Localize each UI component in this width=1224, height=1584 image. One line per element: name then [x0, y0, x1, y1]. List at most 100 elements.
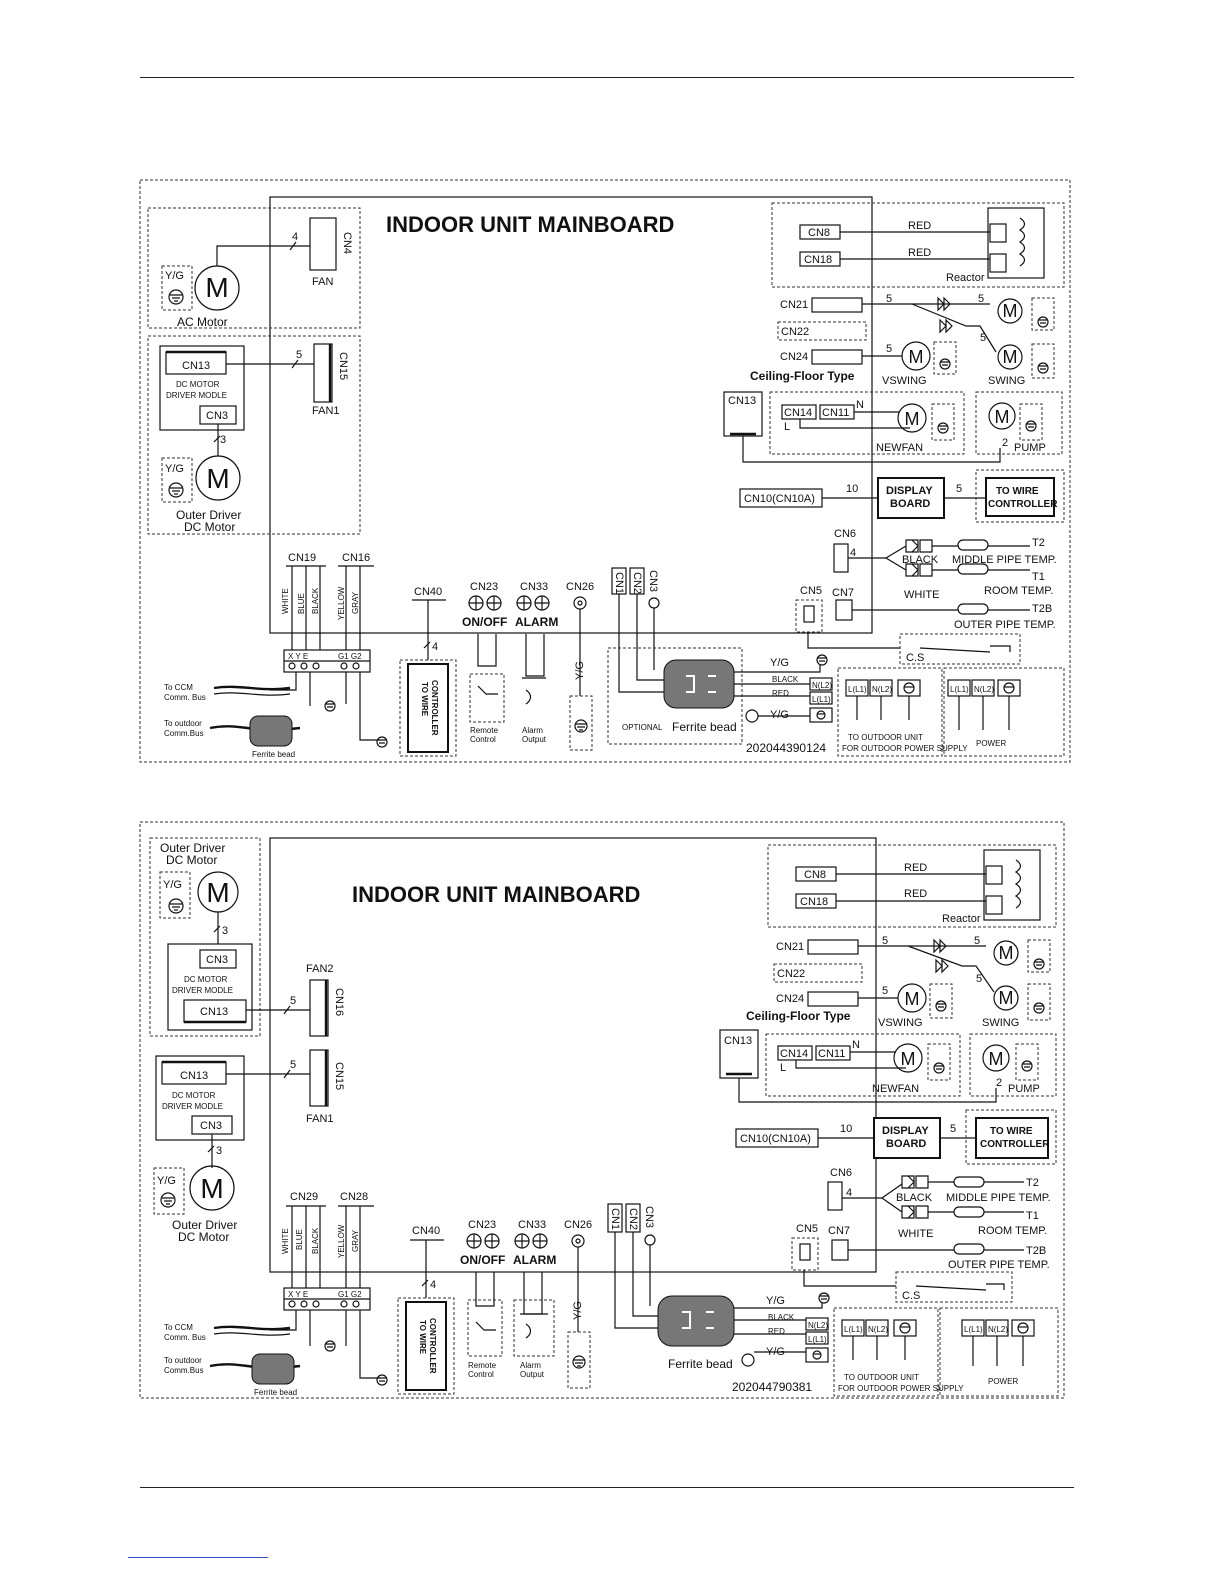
svg-text:N(L2): N(L2) — [868, 1325, 888, 1334]
svg-text:RED: RED — [904, 888, 927, 900]
svg-text:M: M — [995, 407, 1010, 427]
svg-text:CN13: CN13 — [724, 1035, 752, 1047]
svg-text:N(L2): N(L2) — [872, 685, 892, 694]
svg-text:CN24: CN24 — [776, 993, 804, 1005]
svg-text:CN14: CN14 — [780, 1048, 808, 1060]
svg-text:CN8: CN8 — [804, 869, 826, 881]
svg-text:DC Motor: DC Motor — [178, 1230, 229, 1244]
svg-text:G1 G2: G1 G2 — [338, 1290, 362, 1299]
svg-text:BLACK: BLACK — [311, 1227, 320, 1254]
footer-link-underline — [128, 1557, 268, 1558]
svg-text:CN18: CN18 — [800, 896, 828, 908]
svg-text:CN1: CN1 — [613, 572, 625, 594]
svg-text:M: M — [1003, 301, 1018, 321]
svg-text:To CCM: To CCM — [164, 1323, 193, 1332]
svg-text:BLACK: BLACK — [902, 554, 939, 566]
svg-text:OUTER PIPE TEMP.: OUTER PIPE TEMP. — [954, 619, 1056, 631]
svg-text:VSWING: VSWING — [878, 1017, 923, 1029]
svg-text:CN5: CN5 — [796, 1223, 818, 1235]
svg-text:CONTROLLER: CONTROLLER — [430, 680, 439, 736]
svg-text:Comm. Bus: Comm. Bus — [164, 1333, 206, 1342]
svg-text:Reactor: Reactor — [942, 913, 981, 925]
svg-text:MIDDLE PIPE TEMP.: MIDDLE PIPE TEMP. — [946, 1192, 1051, 1204]
svg-text:CN33: CN33 — [520, 581, 548, 593]
svg-text:CN5: CN5 — [800, 585, 822, 597]
svg-text:FAN1: FAN1 — [306, 1113, 334, 1125]
svg-text:CN18: CN18 — [804, 254, 832, 266]
svg-text:T1: T1 — [1026, 1210, 1039, 1222]
svg-text:NEWFAN: NEWFAN — [872, 1083, 919, 1095]
svg-text:POWER: POWER — [988, 1377, 1018, 1386]
svg-text:CN11: CN11 — [822, 407, 849, 419]
svg-text:CN11: CN11 — [818, 1048, 845, 1060]
svg-text:CN21: CN21 — [776, 941, 804, 953]
svg-text:2: 2 — [1002, 437, 1008, 449]
svg-text:Y/G: Y/G — [770, 657, 789, 669]
svg-text:TO WIRE: TO WIRE — [990, 1126, 1033, 1137]
svg-text:TO OUTDOOR UNIT: TO OUTDOOR UNIT — [848, 733, 923, 742]
svg-text:T1: T1 — [1032, 571, 1045, 583]
svg-text:X Y E: X Y E — [288, 1290, 308, 1299]
svg-text:CN4: CN4 — [341, 232, 353, 254]
svg-text:Y/G: Y/G — [163, 879, 182, 891]
diagram-frame — [139, 179, 1071, 763]
svg-text:FAN1: FAN1 — [312, 405, 340, 417]
diagram-code: 202044390124 — [746, 741, 826, 755]
svg-text:5: 5 — [886, 293, 892, 305]
svg-text:DISPLAY: DISPLAY — [886, 485, 933, 497]
svg-text:TO WIRE: TO WIRE — [996, 486, 1039, 497]
diagram-frame — [139, 821, 1065, 1399]
svg-text:POWER: POWER — [976, 739, 1006, 748]
svg-text:CN19: CN19 — [288, 552, 316, 564]
svg-text:BOARD: BOARD — [886, 1138, 926, 1150]
svg-text:BLACK: BLACK — [896, 1192, 933, 1204]
svg-text:TO WIRE: TO WIRE — [418, 1320, 427, 1355]
svg-text:CONTROLLER: CONTROLLER — [988, 499, 1058, 510]
svg-text:CN8: CN8 — [808, 227, 830, 239]
svg-text:CN6: CN6 — [834, 528, 856, 540]
svg-text:CN40: CN40 — [412, 1225, 440, 1237]
svg-text:DC MOTOR: DC MOTOR — [176, 380, 220, 389]
svg-text:L: L — [784, 421, 790, 433]
svg-text:TO WIRE: TO WIRE — [420, 682, 429, 717]
svg-text:RED: RED — [772, 689, 789, 698]
onoff-terminal — [468, 595, 502, 611]
svg-text:Remote: Remote — [470, 726, 499, 735]
svg-text:CN14: CN14 — [784, 407, 812, 419]
svg-text:YELLOW: YELLOW — [337, 1224, 346, 1258]
svg-text:M: M — [206, 463, 229, 494]
svg-text:M: M — [999, 943, 1014, 963]
svg-text:Outer Driver: Outer Driver — [172, 1218, 237, 1232]
svg-text:To outdoor: To outdoor — [164, 1356, 202, 1365]
svg-text:VSWING: VSWING — [882, 375, 927, 387]
svg-text:WHITE: WHITE — [898, 1228, 933, 1240]
svg-text:CN3: CN3 — [647, 570, 659, 592]
svg-text:5: 5 — [290, 995, 296, 1007]
svg-text:N(L2): N(L2) — [974, 685, 994, 694]
svg-text:DC Motor: DC Motor — [166, 853, 217, 867]
wiring-diagram-2: INDOOR UNIT MAINBOARD Outer Driver DC Mo… — [139, 821, 1065, 1399]
svg-text:N(L2): N(L2) — [988, 1325, 1008, 1334]
svg-text:G1 G2: G1 G2 — [338, 652, 362, 661]
svg-text:5: 5 — [296, 349, 302, 361]
svg-text:L(L1): L(L1) — [844, 1325, 863, 1334]
svg-text:L: L — [780, 1062, 786, 1074]
svg-text:Ferrite bead: Ferrite bead — [252, 750, 295, 759]
svg-text:C.S: C.S — [906, 652, 924, 664]
svg-text:CN7: CN7 — [828, 1225, 850, 1237]
svg-text:CN1: CN1 — [609, 1208, 621, 1230]
svg-text:N: N — [856, 399, 864, 411]
svg-text:L(L1): L(L1) — [808, 1335, 827, 1344]
svg-text:5: 5 — [976, 973, 982, 985]
outer-dc-motor-group-upper — [149, 837, 261, 1037]
svg-text:Reactor: Reactor — [946, 272, 985, 284]
svg-text:RED: RED — [908, 247, 931, 259]
svg-text:M: M — [905, 409, 920, 429]
svg-text:Y/G: Y/G — [766, 1295, 785, 1307]
svg-text:PUMP: PUMP — [1008, 1083, 1040, 1095]
svg-text:4: 4 — [292, 231, 298, 243]
svg-text:4: 4 — [846, 1187, 852, 1199]
svg-text:3: 3 — [220, 434, 226, 446]
svg-text:Output: Output — [522, 735, 547, 744]
svg-text:5: 5 — [980, 332, 986, 344]
